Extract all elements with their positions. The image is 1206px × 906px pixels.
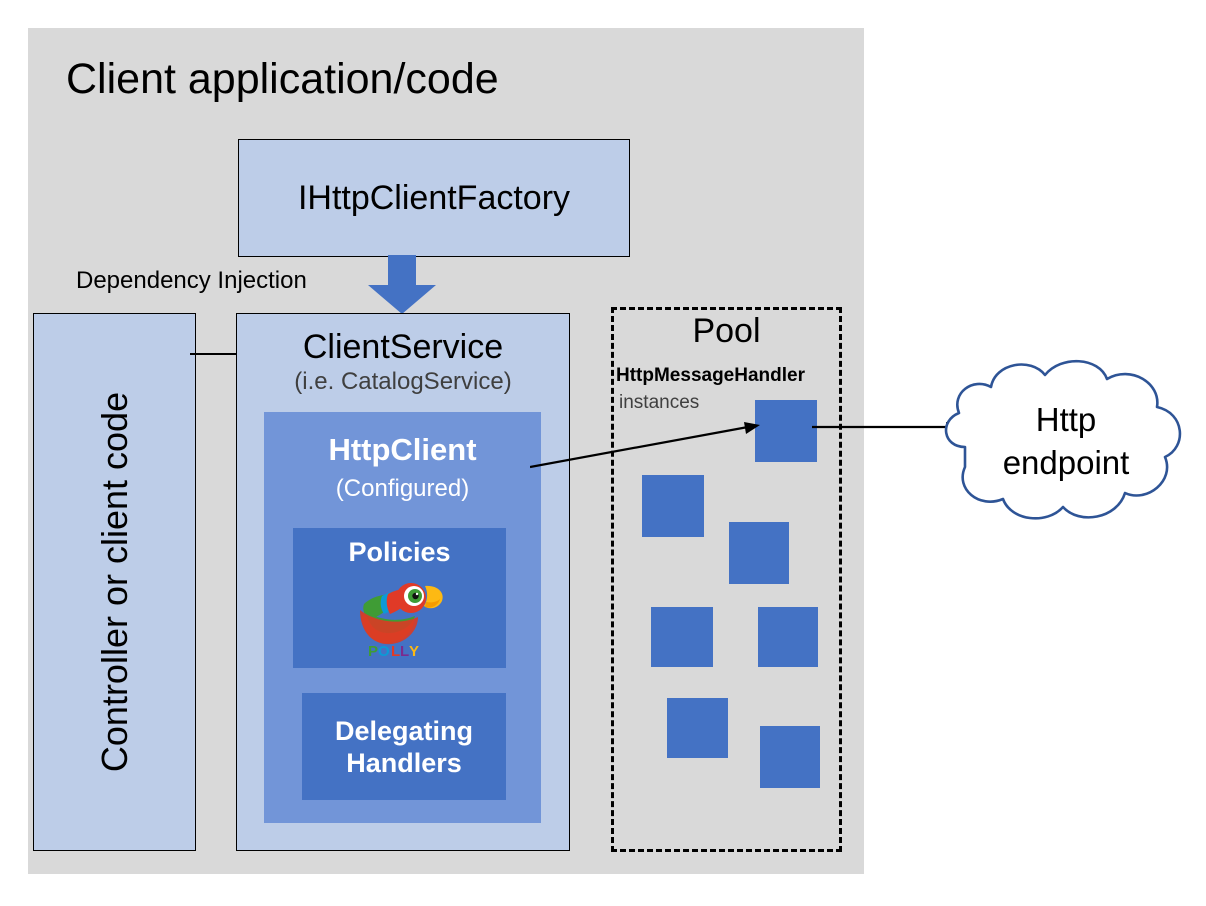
httpmessagehandler-instance xyxy=(651,607,713,667)
ihttpclientfactory-box: IHttpClientFactory xyxy=(238,139,630,257)
clientservice-title: ClientService xyxy=(302,328,504,366)
httpmessagehandler-instance xyxy=(760,726,820,788)
svg-text:O: O xyxy=(378,643,390,660)
pool-subtitle-instances: instances xyxy=(619,392,700,413)
http-endpoint-line2: endpoint xyxy=(1002,444,1130,481)
svg-text:L: L xyxy=(400,643,409,660)
policies-box: Policies P O L L Y xyxy=(293,528,506,668)
delegating-handlers-box: Delegating Handlers xyxy=(302,693,506,800)
controller-or-client-code-label: Controller or client code xyxy=(93,391,135,773)
client-application-title: Client application/code xyxy=(66,55,499,103)
svg-text:Y: Y xyxy=(409,643,419,660)
arrow-httpclient-to-pool xyxy=(530,422,760,469)
httpmessagehandler-instance xyxy=(755,400,817,462)
httpmessagehandler-instance xyxy=(667,698,728,758)
clientservice-subtitle: (i.e. CatalogService) xyxy=(294,368,512,395)
http-endpoint-cloud xyxy=(944,359,1182,520)
polly-parrot-logo: P O L L Y xyxy=(359,583,443,660)
pool-subtitle-httpmessagehandler: HttpMessageHandler xyxy=(616,365,805,386)
policies-title: Policies xyxy=(348,537,451,567)
httpclient-subtitle: (Configured) xyxy=(335,475,470,502)
httpmessagehandler-instance xyxy=(758,607,818,667)
httpmessagehandler-instance xyxy=(642,475,704,537)
http-endpoint-label-group: Http endpoint xyxy=(935,355,1197,527)
dependency-injection-label: Dependency Injection xyxy=(76,267,307,294)
pool-box xyxy=(611,307,842,852)
svg-text:L: L xyxy=(391,643,400,660)
delegating-handlers-line1: Delegating xyxy=(334,715,474,746)
delegating-handlers-line2: Handlers xyxy=(346,747,462,778)
controller-or-client-code-box: Controller or client code xyxy=(33,313,196,851)
http-endpoint-line1: Http xyxy=(1035,401,1097,438)
down-block-arrow-icon xyxy=(368,255,436,314)
httpclient-title: HttpClient xyxy=(328,432,477,467)
httpmessagehandler-instance xyxy=(729,522,789,584)
svg-text:P: P xyxy=(368,643,378,660)
ihttpclientfactory-label: IHttpClientFactory xyxy=(297,178,571,217)
pool-title: Pool xyxy=(692,312,761,350)
